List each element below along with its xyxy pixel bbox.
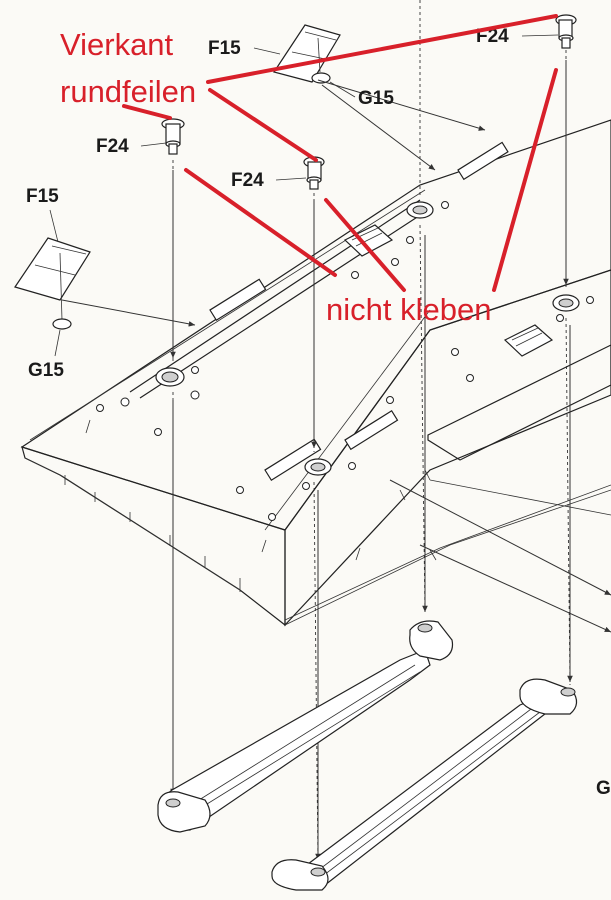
boss-upper [406,201,434,219]
boss-right [552,294,580,312]
part-f24-left [161,118,185,155]
bracket-right [503,324,554,357]
label-f15-left: F15 [26,186,59,207]
label-f15-top: F15 [208,38,241,59]
label-g15-top: G15 [358,88,394,109]
note-nicht-kleben: nicht kleben [326,292,491,327]
guide-lines [61,0,611,866]
label-f24-center: F24 [231,170,264,191]
part-f15-top [273,24,341,84]
red-annotation-lines [122,14,558,292]
lower-arm-right [271,678,578,891]
part-f24-center [303,156,325,190]
label-g15-left: G15 [28,360,64,381]
label-f24-left: F24 [96,136,129,157]
note-rundfeilen: rundfeilen [60,74,196,109]
lower-arm-left [157,620,454,833]
boss-left [155,367,185,387]
part-f24-right [555,14,577,49]
part-f15-left [14,237,91,330]
boss-center [304,458,332,476]
note-vierkant: Vierkant [60,27,174,62]
label-g-edge: G [596,778,611,799]
deck-details [85,141,594,561]
